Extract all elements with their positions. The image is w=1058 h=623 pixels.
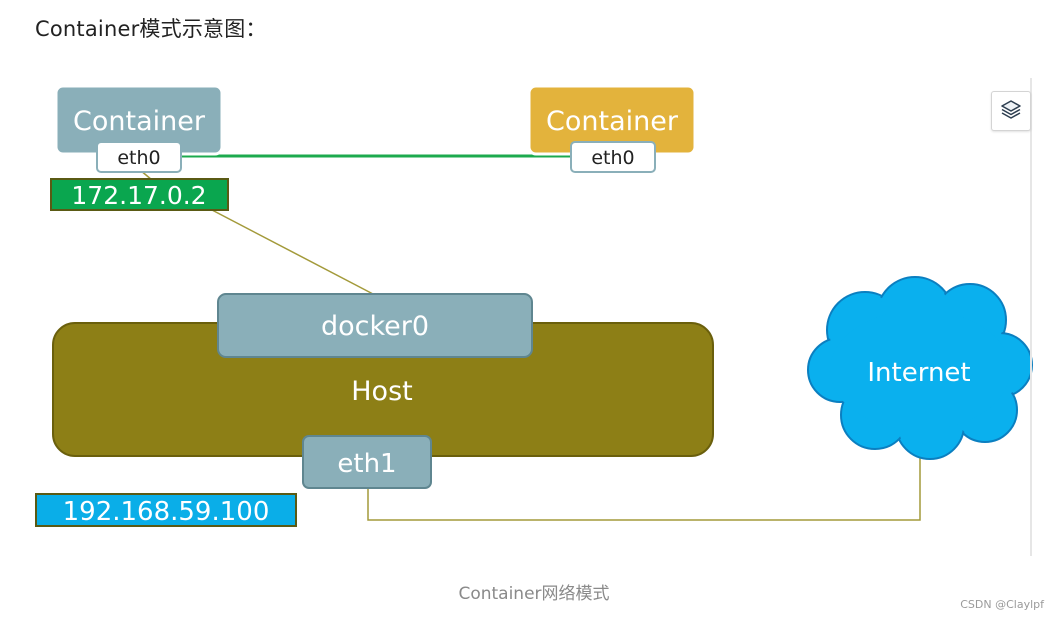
container-right-eth0-label: eth0 xyxy=(591,147,634,169)
container-left-ip-badge: 172.17.0.2 xyxy=(50,178,229,211)
eth1-to-internet-line xyxy=(367,452,921,521)
internet-label: Internet xyxy=(867,358,970,388)
container-right-label: Container xyxy=(546,106,679,137)
host-label: Host xyxy=(351,376,412,407)
container-left-label: Container xyxy=(73,106,206,137)
viewer-edge xyxy=(1030,78,1032,556)
docker0-bridge: docker0 xyxy=(217,293,533,358)
container-left-eth0: eth0 xyxy=(96,141,182,173)
eth1-label: eth1 xyxy=(337,449,396,479)
container-left-eth0-label: eth0 xyxy=(117,147,160,169)
layers-icon xyxy=(1000,98,1022,124)
internet-cloud: Internet xyxy=(807,276,1033,460)
watermark: CSDN @Claylpf xyxy=(960,598,1044,611)
container-right: Container xyxy=(527,84,697,156)
container-to-docker0-line xyxy=(211,209,374,295)
container-right-eth0: eth0 xyxy=(570,141,656,173)
layers-button[interactable] xyxy=(991,91,1031,131)
container-left-ip: 172.17.0.2 xyxy=(71,181,206,210)
docker0-label: docker0 xyxy=(321,311,429,342)
eth1-ip: 192.168.59.100 xyxy=(63,497,270,527)
figure-caption: Container网络模式 xyxy=(458,584,610,604)
container-left: Container xyxy=(54,84,224,156)
page-heading: Container模式示意图： xyxy=(35,17,267,41)
eth1-ip-badge: 192.168.59.100 xyxy=(35,493,297,527)
eth1-interface: eth1 xyxy=(302,435,432,489)
